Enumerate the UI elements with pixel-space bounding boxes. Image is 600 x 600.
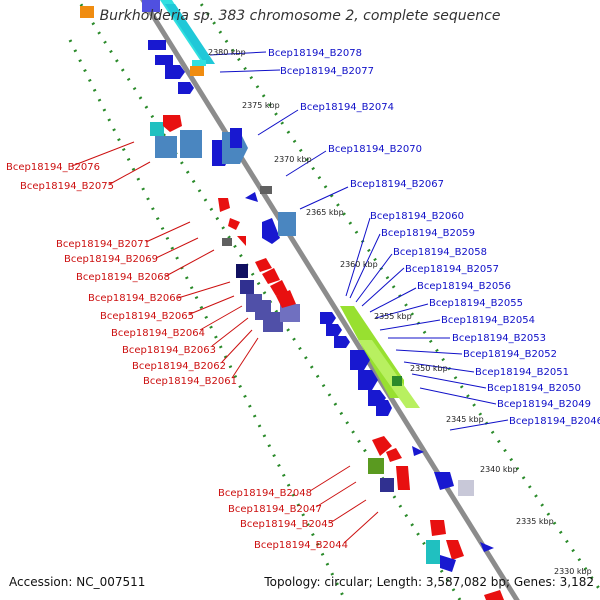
gene-label[interactable]: Bcep18194_B2047 bbox=[228, 504, 322, 515]
gene-label[interactable]: Bcep18194_B2052 bbox=[463, 349, 557, 360]
gene-label[interactable]: Bcep18194_B2071 bbox=[56, 239, 150, 250]
gene-label[interactable]: Bcep18194_B2076 bbox=[6, 162, 100, 173]
gene-label[interactable]: Bcep18194_B2046 bbox=[509, 416, 600, 427]
gene-label[interactable]: Bcep18194_B2056 bbox=[417, 281, 511, 292]
gene-label[interactable]: Bcep18194_B2067 bbox=[350, 179, 444, 190]
tick-label: 2375 kbp bbox=[242, 101, 280, 110]
gene-label[interactable]: Bcep18194_B2075 bbox=[20, 181, 114, 192]
gene-label[interactable]: Bcep18194_B2078 bbox=[268, 48, 362, 59]
gene-label[interactable]: Bcep18194_B2051 bbox=[475, 367, 569, 378]
tick-label: 2370 kbp bbox=[274, 155, 312, 164]
gene-label[interactable]: Bcep18194_B2065 bbox=[100, 311, 194, 322]
tick-label: 2355 kbp bbox=[374, 312, 412, 321]
tick-label: 2340 kbp bbox=[480, 465, 518, 474]
tick-label: 2335 kbp bbox=[516, 517, 554, 526]
gene-label[interactable]: Bcep18194_B2044 bbox=[254, 540, 348, 551]
gene-label[interactable]: Bcep18194_B2058 bbox=[393, 247, 487, 258]
gene-features bbox=[80, 0, 504, 600]
gene-label[interactable]: Bcep18194_B2063 bbox=[122, 345, 216, 356]
gene-label[interactable]: Bcep18194_B2050 bbox=[487, 383, 581, 394]
gene-label[interactable]: Bcep18194_B2049 bbox=[497, 399, 591, 410]
gene-label[interactable]: Bcep18194_B2048 bbox=[218, 488, 312, 499]
gene-label[interactable]: Bcep18194_B2074 bbox=[300, 102, 394, 113]
gene-label[interactable]: Bcep18194_B2054 bbox=[441, 315, 535, 326]
gene-label[interactable]: Bcep18194_B2062 bbox=[132, 361, 226, 372]
gene-label[interactable]: Bcep18194_B2057 bbox=[405, 264, 499, 275]
gene-label[interactable]: Bcep18194_B2060 bbox=[370, 211, 464, 222]
map-title: Burkholderia sp. 383 chromosome 2, compl… bbox=[99, 8, 501, 24]
gene-label[interactable]: Bcep18194_B2068 bbox=[76, 272, 170, 283]
gene-label[interactable]: Bcep18194_B2053 bbox=[452, 333, 546, 344]
tick-label: 2345 kbp bbox=[446, 415, 484, 424]
gene-label[interactable]: Bcep18194_B2045 bbox=[240, 519, 334, 530]
gene-label[interactable]: Bcep18194_B2055 bbox=[429, 298, 523, 309]
gene-label[interactable]: Bcep18194_B2070 bbox=[328, 144, 422, 155]
accession-text: Accession: NC_007511 bbox=[9, 575, 146, 589]
gene-label[interactable]: Bcep18194_B2064 bbox=[111, 328, 205, 339]
tick-label: 2330 kbp bbox=[554, 567, 592, 576]
gene-label[interactable]: Bcep18194_B2077 bbox=[280, 66, 374, 77]
tick-label: 2350 kbp bbox=[410, 364, 448, 373]
tick-label: 2365 kbp bbox=[306, 208, 344, 217]
gene-label[interactable]: Bcep18194_B2069 bbox=[64, 254, 158, 265]
gene-label[interactable]: Bcep18194_B2061 bbox=[143, 376, 237, 387]
tick-labels: 2380 kbp 2375 kbp 2370 kbp 2365 kbp 2360… bbox=[208, 48, 592, 576]
gene-label[interactable]: Bcep18194_B2059 bbox=[381, 228, 475, 239]
chromosome-backbone bbox=[140, 0, 520, 600]
topology-text: Topology: circular; Length: 3,587,082 bp… bbox=[264, 575, 594, 589]
tick-label: 2360 kbp bbox=[340, 260, 378, 269]
gene-label[interactable]: Bcep18194_B2066 bbox=[88, 293, 182, 304]
tick-label: 2380 kbp bbox=[208, 48, 246, 57]
